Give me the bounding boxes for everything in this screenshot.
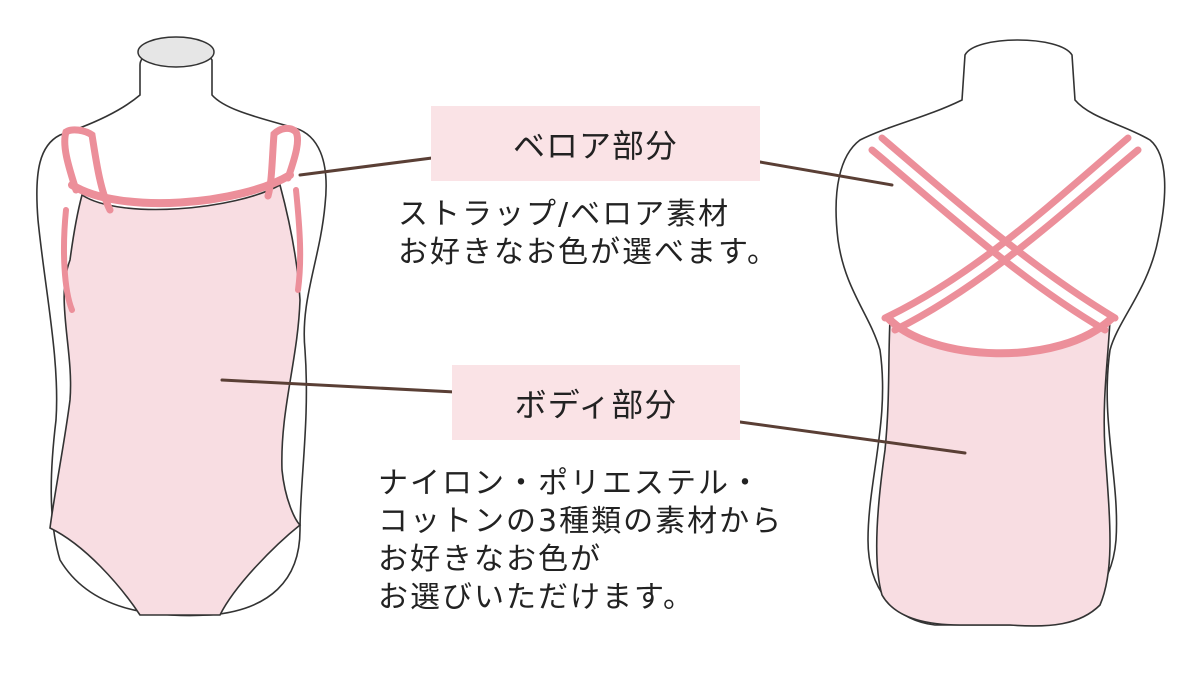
back-strap-a [868,146,1109,334]
velour-leader-left [298,156,434,177]
body-description-line-4: お選びいただけます。 [378,580,695,615]
body-description: ナイロン・ポリエステル・ コットンの3種類の素材から お好きなお色が お選びいた… [378,465,783,617]
back-cross-straps [868,134,1142,334]
back-strap-b [878,134,1119,322]
back-mannequin [835,39,1166,627]
front-neck-top [137,36,215,68]
back-waist-trim [884,314,1116,358]
back-strap-c [891,146,1142,334]
body-leader-right [738,420,967,455]
velour-description-line-1: ストラップ/ベロア素材 [398,197,731,232]
body-description-line-1: ナイロン・ポリエステル・ [378,466,762,501]
velour-description-line-2: お好きなお色が選べます。 [398,235,779,270]
leader-lines [220,156,967,455]
body-label-text: ボディ部分 [514,385,678,424]
back-leotard-body [875,318,1111,627]
velour-leader-right [758,160,894,187]
velour-description: ストラップ/ベロア素材 お好きなお色が選べます。 [398,196,779,272]
body-description-line-3: お好きなお色が [378,542,602,577]
velour-label: ベロア部分 [431,106,760,181]
front-leotard-body [49,183,302,616]
front-left-armhole-trim [61,207,75,313]
front-mannequin [36,36,327,617]
front-right-armhole-trim [293,187,304,293]
back-strap-d [881,134,1132,322]
front-right-strap [264,124,302,200]
velour-label-text: ベロア部分 [512,126,678,165]
body-leader-left [220,378,457,394]
body-label: ボディ部分 [452,365,740,440]
front-left-strap [61,126,114,214]
body-description-line-2: コットンの3種類の素材から [378,504,784,539]
